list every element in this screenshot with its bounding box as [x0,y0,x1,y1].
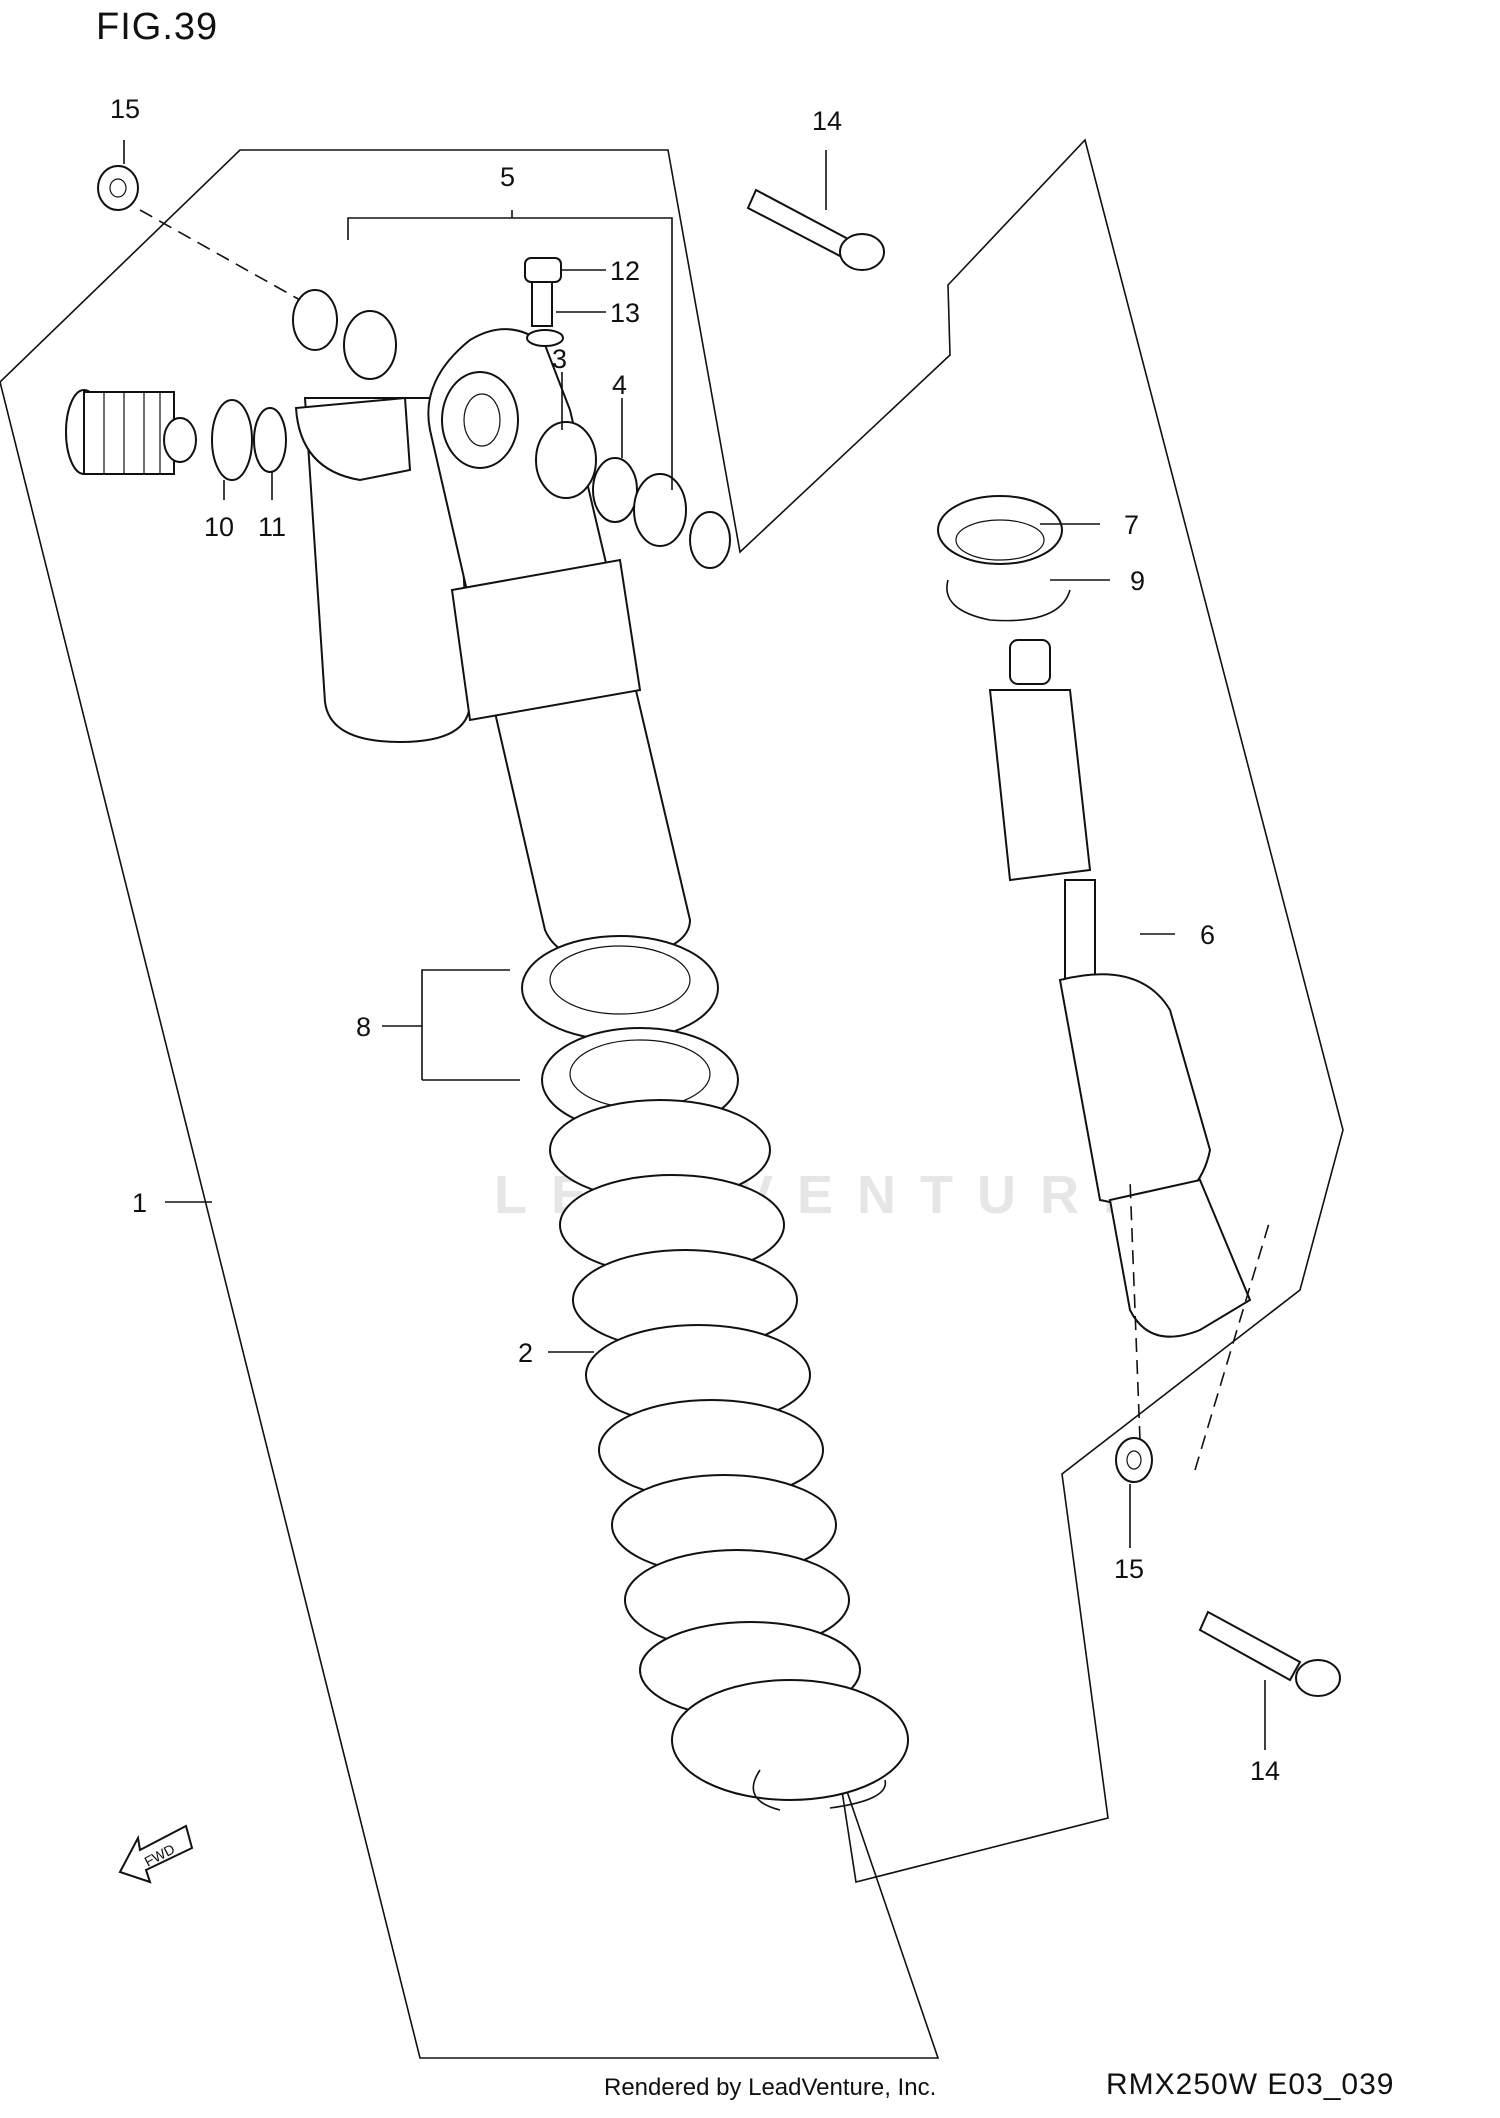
spring-lower-seat [671,1679,909,1801]
leader-lines [123,140,1266,1750]
shock-threads [450,558,642,722]
nut-15-top [97,165,139,211]
o-ring-11 [253,407,287,473]
spring-seat-7 [937,495,1063,565]
callout-5: 5 [500,162,515,192]
reservoir-body [303,397,472,744]
callout-10: 10 [204,512,234,542]
callout-15-bottom: 15 [1114,1554,1144,1584]
callout-6: 6 [1200,920,1215,950]
shock-eye [441,371,519,469]
callout-15-top: 15 [110,94,140,124]
collar-4 [592,457,638,523]
bushing-3 [535,421,597,499]
dust-seal-5c [292,289,338,351]
callout-9: 9 [1130,566,1145,596]
dust-seal-5d [343,310,397,380]
callout-3: 3 [552,344,567,374]
spring-clip [752,1769,887,1811]
assembly-outline [0,138,1344,2059]
dust-seal-5a [633,473,687,547]
nut-15-bottom [1115,1437,1153,1483]
bolt-14-bottom [1198,1610,1341,1697]
nut-path-top [139,209,301,301]
diagram-code: RMX250W E03_039 [1106,2068,1395,2101]
callout-14-bottom: 14 [1250,1756,1280,1786]
damper-rod-6 [988,639,1252,1338]
fwd-arrow-icon [118,1824,194,1884]
washer-13 [526,329,564,347]
figure-title: FIG.39 [96,6,219,48]
callout-13: 13 [610,298,640,328]
callout-4: 4 [612,370,627,400]
dust-seal-5b [689,511,731,569]
reservoir-cap [65,389,197,475]
callout-12: 12 [610,256,640,286]
bolt-12 [524,257,562,327]
coil-spring-2 [549,1099,861,1719]
callout-14-top: 14 [812,106,842,136]
lock-nut-8a [521,935,719,1041]
reservoir-hose [294,396,412,482]
callout-7: 7 [1124,510,1139,540]
callout-2: 2 [518,1338,533,1368]
callout-8: 8 [356,1012,371,1042]
stopper-ring-9 [946,579,1071,622]
callout-1: 1 [132,1188,147,1218]
bolt-14-top [746,188,885,271]
callout-11: 11 [258,512,286,542]
o-ring-10 [211,399,253,481]
rendered-by-credit: Rendered by LeadVenture, Inc. [604,2074,937,2101]
